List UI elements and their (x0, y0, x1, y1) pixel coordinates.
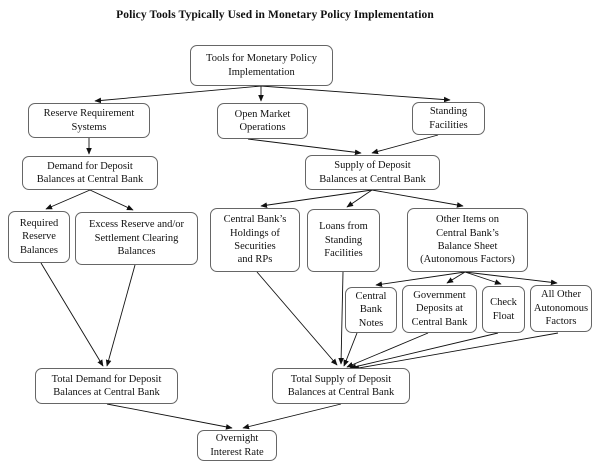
edge-open-market-to-supply-deposit (247, 138, 362, 156)
node-required-reserve: Required Reserve Balances (8, 211, 70, 263)
edge-other-items-to-check-float (464, 271, 502, 285)
edge-other-items-to-cb-notes (375, 271, 466, 287)
edge-all-other-to-total-supply (352, 332, 559, 371)
node-gov-deposits: Government Deposits at Central Bank (402, 285, 477, 333)
node-open-market: Open Market Operations (217, 103, 308, 139)
edge-other-items-to-all-other (464, 271, 558, 286)
edge-standing-facilities-to-supply-deposit (371, 134, 439, 155)
edge-demand-deposit-to-required-reserve (45, 189, 91, 210)
edge-loans-standing-to-total-supply (338, 271, 344, 365)
node-tools: Tools for Monetary Policy Implementation (190, 45, 333, 86)
node-total-supply: Total Supply of Deposit Balances at Cent… (272, 368, 410, 404)
node-reserve-requirement: Reserve Requirement Systems (28, 103, 150, 138)
node-cb-holdings: Central Bank’s Holdings of Securities an… (210, 208, 300, 272)
edge-demand-deposit-to-excess-reserve (89, 189, 134, 211)
node-loans-standing: Loans from Standing Facilities (307, 209, 380, 272)
diagram-title: Policy Tools Typically Used in Monetary … (116, 9, 434, 21)
node-demand-deposit: Demand for Deposit Balances at Central B… (22, 156, 158, 190)
edge-excess-reserve-to-total-demand (105, 264, 136, 367)
edge-tools-to-standing-facilities (260, 85, 451, 103)
node-other-items: Other Items on Central Bank’s Balance Sh… (407, 208, 528, 272)
edge-other-items-to-gov-deposits (446, 271, 466, 284)
edge-check-float-to-total-supply (349, 332, 499, 370)
node-overnight-rate: Overnight Interest Rate (197, 430, 277, 461)
edge-gov-deposits-to-total-supply (346, 332, 429, 368)
node-total-demand: Total Demand for Deposit Balances at Cen… (35, 368, 178, 404)
edge-supply-deposit-to-cb-holdings (260, 189, 373, 208)
edge-cb-notes-to-total-supply (343, 332, 358, 367)
edge-required-reserve-to-total-demand (40, 262, 104, 367)
node-cb-notes: Central Bank Notes (345, 287, 397, 333)
node-standing-facilities: Standing Facilities (412, 102, 485, 135)
node-all-other: All Other Autonomous Factors (530, 285, 592, 332)
edge-cb-holdings-to-total-supply (256, 271, 338, 366)
edge-tools-to-reserve-requirement (94, 85, 262, 104)
node-supply-deposit: Supply of Deposit Balances at Central Ba… (305, 155, 440, 190)
edge-total-demand-to-overnight-rate (106, 403, 233, 430)
edge-supply-deposit-to-other-items (371, 189, 464, 208)
edge-total-supply-to-overnight-rate (242, 403, 342, 430)
edge-supply-deposit-to-loans-standing (346, 189, 373, 208)
node-check-float: Check Float (482, 286, 525, 333)
node-excess-reserve: Excess Reserve and/or Settlement Clearin… (75, 212, 198, 265)
